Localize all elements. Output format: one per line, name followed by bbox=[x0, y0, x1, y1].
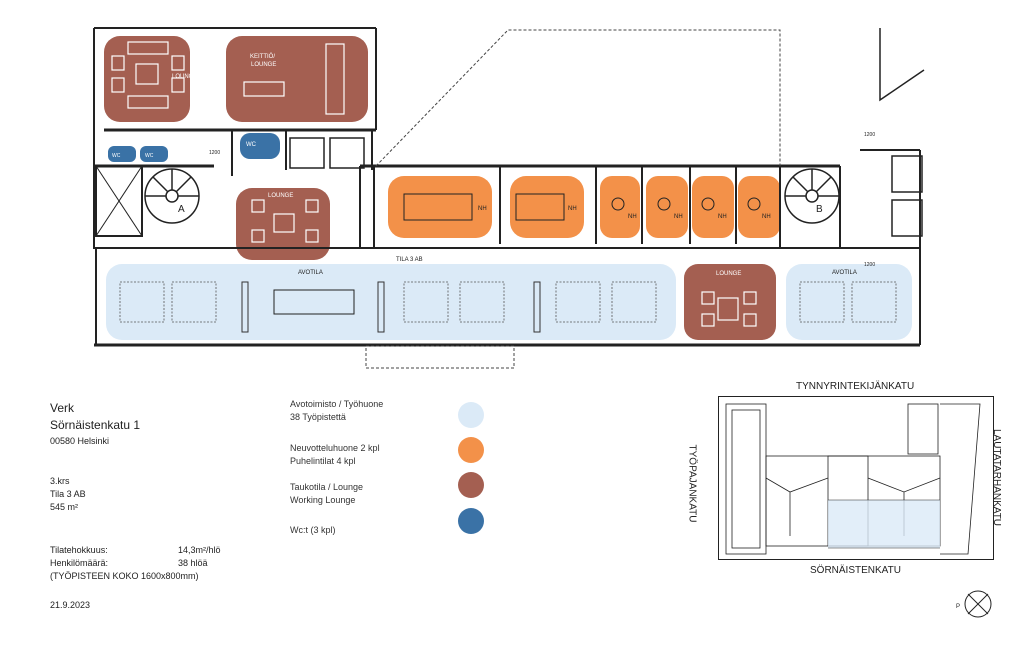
lounge-label-topleft: LOUNGE bbox=[172, 74, 197, 80]
legend-open-office-swatch bbox=[458, 402, 484, 428]
legend-wc: Wc:t (3 kpl) bbox=[290, 525, 336, 535]
avotila-label-left: AVOTILA bbox=[298, 270, 323, 276]
nh-label-1: NH bbox=[478, 206, 487, 212]
zone-wc bbox=[240, 133, 280, 159]
nh-label-4: NH bbox=[674, 214, 683, 220]
dimension-label-2: 1200 bbox=[864, 132, 875, 138]
desk-size: (TYÖPISTEEN KOKO 1600x800mm) bbox=[50, 571, 199, 581]
zone-wc-small-1 bbox=[108, 146, 136, 162]
legend-meeting: Neuvotteluhuone 2 kpl Puhelintilat 4 kpl bbox=[290, 443, 380, 466]
nh-label-2: NH bbox=[568, 206, 577, 212]
space-name: Tila 3 AB bbox=[50, 489, 86, 499]
street-west: TYÖPAJANKATU bbox=[686, 444, 698, 523]
persons-label: Henkilömäärä: bbox=[50, 558, 109, 568]
space-label: TILA 3 AB bbox=[396, 257, 423, 263]
company-name: Verk bbox=[50, 401, 75, 415]
legend-lounge-swatch bbox=[458, 472, 484, 498]
wc-label: WC bbox=[246, 142, 257, 148]
nh-label-5: NH bbox=[718, 214, 727, 220]
zone-wc-small-2 bbox=[140, 146, 168, 162]
efficiency-label: Tilatehokkuus: bbox=[50, 545, 108, 555]
dimension-label-3: 1200 bbox=[864, 262, 875, 268]
legend-lounge: Taukotila / Lounge Working Lounge bbox=[290, 482, 364, 505]
stair-a-label: A bbox=[178, 204, 185, 215]
date: 21.9.2023 bbox=[50, 600, 91, 610]
avotila-label-right: AVOTILA bbox=[832, 270, 857, 276]
legend-open-office: Avotoimisto / Työhuone 38 Työpistettä bbox=[290, 399, 384, 422]
zone-meeting-1 bbox=[388, 176, 492, 238]
kitchen-label-line1: KEITTIÖ/ bbox=[250, 53, 275, 60]
zone-lounge-right bbox=[684, 264, 776, 340]
efficiency-value: 14,3m²/hlö bbox=[178, 545, 221, 555]
lounge-label-right: LOUNGE bbox=[716, 271, 741, 277]
persons-value: 38 hlöä bbox=[178, 558, 208, 568]
zone-meeting-2 bbox=[510, 176, 584, 238]
nh-label-6: NH bbox=[762, 214, 771, 220]
street-south: SÖRNÄISTENKATU bbox=[810, 565, 901, 576]
legend-meeting-swatch bbox=[458, 437, 484, 463]
wc-label-small-1: WC bbox=[112, 153, 121, 159]
street-north: TYNNYRINTEKIJÄNKATU bbox=[796, 381, 915, 392]
street-address: Sörnäistenkatu 1 bbox=[50, 418, 141, 432]
nh-label-3: NH bbox=[628, 214, 637, 220]
kitchen-label-line2: LOUNGE bbox=[251, 62, 276, 68]
area: 545 m² bbox=[50, 502, 79, 512]
north-arrow-label: P bbox=[956, 604, 961, 610]
zone-phone-1 bbox=[600, 176, 640, 238]
key-map bbox=[718, 396, 994, 560]
floor-number: 3.krs bbox=[50, 476, 70, 486]
stair-b-label: B bbox=[816, 204, 823, 215]
legend-wc-swatch bbox=[458, 508, 484, 534]
north-arrow-icon bbox=[964, 590, 992, 618]
floor-plan: LOUNGE KEITTIÖ/ LOUNGE WC WC WC LOUNGE L… bbox=[93, 27, 925, 369]
lounge-label-center: LOUNGE bbox=[268, 193, 293, 199]
zone-kitchen-lounge bbox=[226, 36, 368, 122]
wc-label-small-2: WC bbox=[145, 153, 154, 159]
zone-phone-2 bbox=[646, 176, 688, 238]
zone-open-office-left bbox=[106, 264, 676, 340]
dimension-label-1: 1200 bbox=[209, 150, 220, 156]
keymap-highlight bbox=[828, 500, 940, 548]
postal-address: 00580 Helsinki bbox=[50, 436, 110, 446]
zone-open-office-right bbox=[786, 264, 912, 340]
